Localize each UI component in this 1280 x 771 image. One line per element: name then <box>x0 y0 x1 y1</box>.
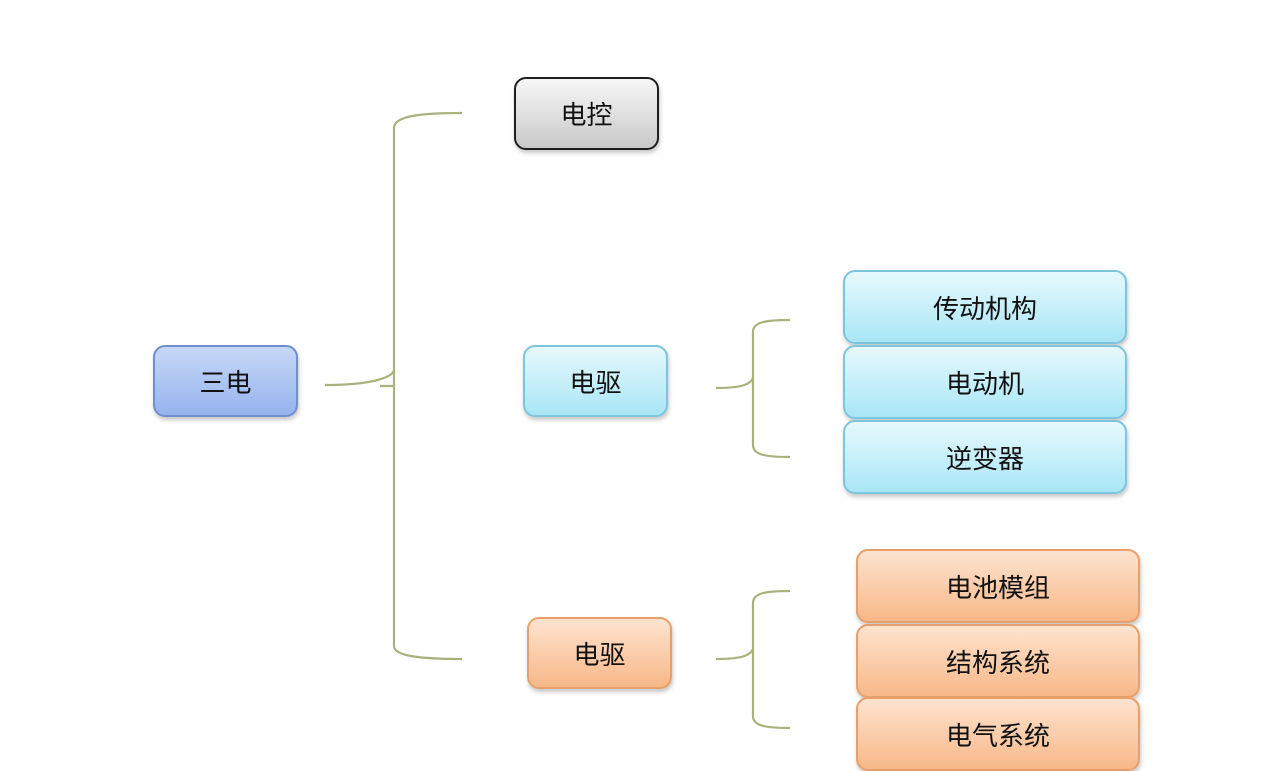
leaf-node-inverter: 逆变器 <box>843 420 1127 494</box>
root-brace <box>324 111 463 661</box>
battery-brace <box>715 589 791 730</box>
leaf-label: 电池模组 <box>945 573 1050 604</box>
branch-node-drive: 电驱 <box>523 345 668 417</box>
branch-node-control: 电控 <box>514 77 659 150</box>
branch-node-battery: 电驱 <box>527 617 672 689</box>
leaf-node-motor: 电动机 <box>843 345 1127 419</box>
leaf-label: 电动机 <box>945 369 1024 400</box>
drive-brace <box>715 318 791 459</box>
root-label: 三电 <box>199 368 252 399</box>
branch-label: 电驱 <box>573 640 626 671</box>
leaf-label: 结构系统 <box>945 648 1050 679</box>
leaf-node-structure-system: 结构系统 <box>856 624 1140 698</box>
branch-label: 电驱 <box>569 368 622 399</box>
leaf-node-electrical-system: 电气系统 <box>856 697 1140 771</box>
leaf-label: 传动机构 <box>932 294 1037 325</box>
leaf-label: 电气系统 <box>945 721 1050 752</box>
root-node: 三电 <box>153 345 298 417</box>
leaf-node-transmission: 传动机构 <box>843 270 1127 344</box>
leaf-node-battery-module: 电池模组 <box>856 549 1140 623</box>
branch-label: 电控 <box>560 101 613 131</box>
leaf-label: 逆变器 <box>945 444 1024 475</box>
